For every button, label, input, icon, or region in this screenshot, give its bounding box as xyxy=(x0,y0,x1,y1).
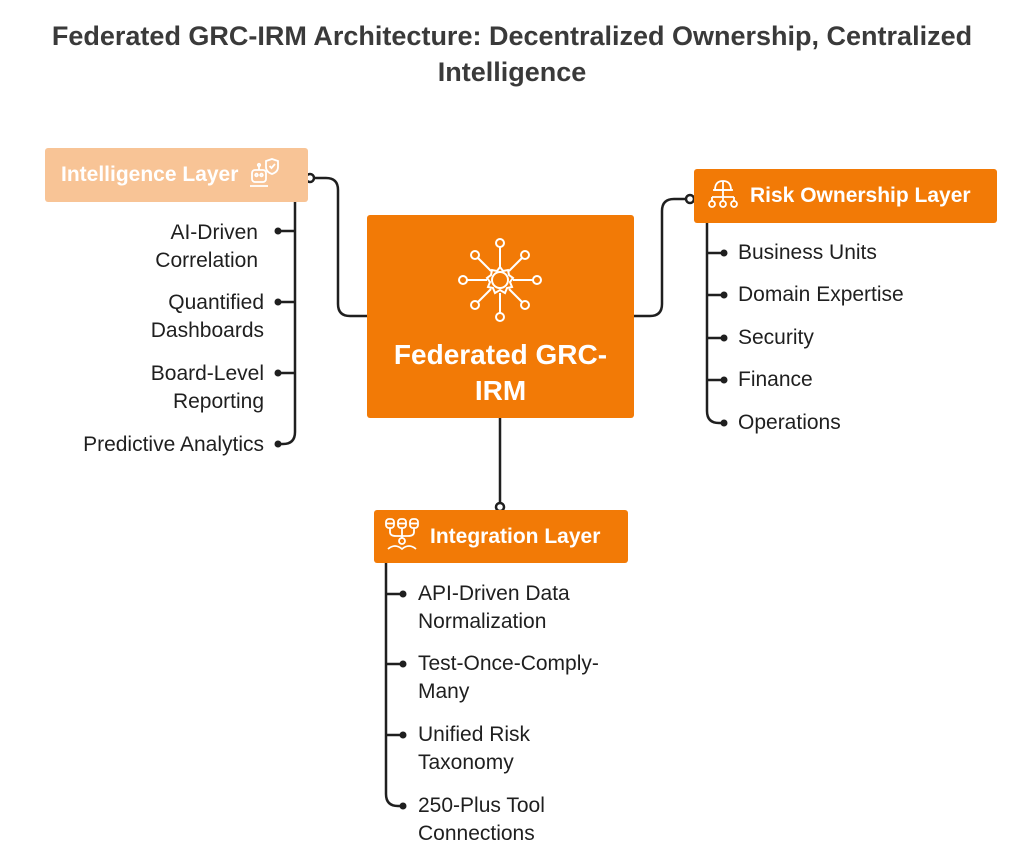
risk-item: Finance xyxy=(738,368,813,391)
intelligence-layer-box: Intelligence Layer xyxy=(45,148,308,202)
intelligence-item: Predictive Analytics xyxy=(83,433,264,456)
intelligence-items-spine xyxy=(278,202,297,446)
title-line-1: Federated GRC-IRM Architecture: Decentra… xyxy=(51,21,973,51)
integration-layer-box: Integration Layer xyxy=(374,510,628,563)
intelligence-layer-label: Intelligence Layer xyxy=(61,163,239,186)
risk-item: Business Units xyxy=(738,241,877,264)
intelligence-item: Quantified Dashboards xyxy=(150,291,264,342)
page-title: Federated GRC-IRM Architecture: Decentra… xyxy=(0,18,1024,90)
risk-ownership-layer-label: Risk Ownership Layer xyxy=(750,184,971,207)
database-integration-icon xyxy=(384,516,420,558)
org-hierarchy-icon xyxy=(706,176,740,216)
risk-item: Operations xyxy=(738,411,841,434)
connector-intelligence-center xyxy=(310,176,367,318)
risk-ownership-layer-box: Risk Ownership Layer xyxy=(694,169,997,223)
integration-item: Unified Risk Taxonomy xyxy=(418,723,531,774)
connector-center-risk xyxy=(634,197,688,318)
integration-layer-label: Integration Layer xyxy=(430,524,601,548)
title-line-2: Intelligence xyxy=(437,57,587,87)
robot-shield-icon xyxy=(248,156,280,194)
integration-items-spine xyxy=(384,563,403,808)
risk-items-spine xyxy=(705,223,724,425)
federated-grc-irm-hub: Federated GRC- IRM xyxy=(367,215,634,418)
integration-item: Test-Once-Comply- Many xyxy=(418,652,599,703)
integration-item: API-Driven Data Normalization xyxy=(418,582,570,633)
network-hub-icon xyxy=(455,235,545,330)
intelligence-item: Board-Level Reporting xyxy=(150,362,264,413)
intelligence-item: AI-Driven Correlation xyxy=(155,221,258,272)
risk-item: Security xyxy=(738,326,814,349)
risk-item: Domain Expertise xyxy=(738,283,904,306)
hub-label: Federated GRC- IRM xyxy=(393,339,608,406)
integration-item: 250-Plus Tool Connections xyxy=(418,794,545,845)
connector-node-risk xyxy=(684,193,696,205)
